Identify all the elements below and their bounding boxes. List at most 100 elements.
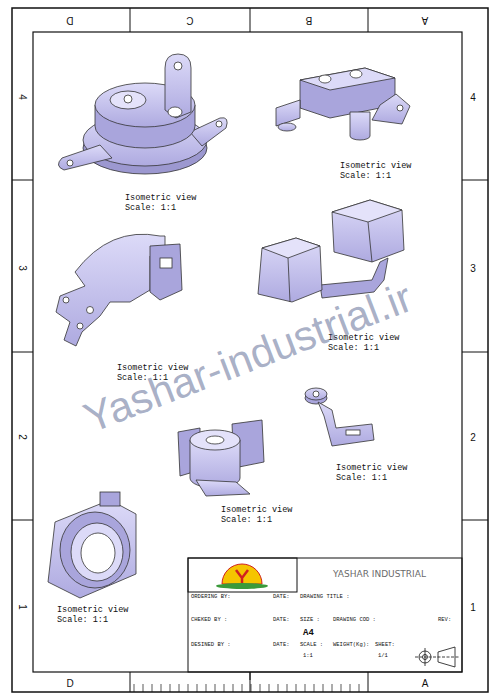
ruler-ticks-stroke xyxy=(323,684,324,692)
view-caption: Isometric view xyxy=(340,162,411,171)
part-flange-housing-stroke xyxy=(174,62,182,70)
part-bearing-housing-stroke xyxy=(100,492,120,506)
zone-number: 4 xyxy=(470,92,476,103)
sheet-frame-stroke xyxy=(462,180,488,181)
part-small-bracket-stroke xyxy=(318,402,374,446)
ruler-ticks-stroke xyxy=(224,684,225,692)
checked-cell: CHEKED BY : xyxy=(188,615,270,640)
drawing-code-cell: DRAWING COD : xyxy=(330,615,435,640)
ruler-ticks-stroke xyxy=(341,684,342,692)
cell-heading: WEIGHT(Kg): xyxy=(333,642,369,649)
part-flange-housing-stroke xyxy=(216,121,222,127)
part-small-bracket-stroke xyxy=(346,430,360,435)
cell-value: 1:1 xyxy=(300,653,327,660)
part-cylinder-wings xyxy=(178,420,264,496)
zone-letter: C xyxy=(186,15,193,26)
sheet-frame-stroke xyxy=(250,672,251,692)
sheet-frame-stroke xyxy=(12,8,488,692)
ruler-ticks-stroke xyxy=(161,684,162,692)
zone-letter: D xyxy=(66,678,73,689)
ruler-ticks-stroke xyxy=(143,684,144,692)
part-flange-housing-stroke xyxy=(58,145,112,170)
ruler-ticks-stroke xyxy=(269,684,270,692)
view-caption: Scale: 1:1 xyxy=(125,204,176,213)
part-block-bracket-stroke xyxy=(276,100,300,126)
part-bent-plate xyxy=(56,234,182,346)
cell-heading: DESINED BY : xyxy=(191,642,267,649)
zone-letter: A xyxy=(422,15,429,26)
cell-heading: SCALE : xyxy=(300,642,327,649)
part-block-bracket-stroke xyxy=(350,70,362,78)
view-caption: Isometric view xyxy=(125,194,196,203)
part-small-bracket xyxy=(305,388,374,446)
part-block-bracket-stroke xyxy=(372,94,410,124)
company-name-cell: YASHAR INDUSTRIAL xyxy=(297,558,462,592)
part-cylinder-wings-stroke xyxy=(206,436,224,444)
part-block-bracket-stroke xyxy=(278,123,296,131)
view-caption: Scale: 1:1 xyxy=(336,474,387,483)
sheet-frame-stroke xyxy=(250,672,251,680)
cell-heading: YASHAR INDUSTRIAL xyxy=(300,569,459,580)
zone-number: 3 xyxy=(470,263,476,274)
projection-symbol xyxy=(415,647,459,667)
part-cylinder-wings-stroke xyxy=(196,480,250,496)
ruler-ticks-stroke xyxy=(170,684,171,692)
title-block-frame-stroke xyxy=(188,558,297,592)
ruler-ticks-stroke xyxy=(260,684,261,692)
part-flange-housing-stroke xyxy=(110,91,146,109)
title-block-frame xyxy=(188,558,462,672)
cell-heading: DATE: xyxy=(273,642,294,649)
view-caption: Scale: 1:1 xyxy=(221,516,272,525)
scale-cell: SCALE : 1:1 xyxy=(297,640,330,672)
zone-letter: D xyxy=(66,15,73,26)
part-twin-housings-stroke xyxy=(288,258,290,302)
drawing-title-cell: DRAWING TITLE : xyxy=(297,592,462,615)
zone-number: 4 xyxy=(17,94,28,100)
part-cylinder-wings-stroke xyxy=(190,430,240,450)
part-bent-plate-stroke xyxy=(150,244,182,300)
part-bearing-housing-stroke xyxy=(48,500,136,598)
ruler-ticks-stroke xyxy=(233,684,234,692)
part-small-bracket-stroke xyxy=(305,388,327,400)
part-bearing-housing-stroke xyxy=(60,512,130,588)
date-cell: DATE: xyxy=(270,592,297,615)
part-flange-housing-stroke xyxy=(165,54,191,118)
date-cell: DATE: xyxy=(270,615,297,640)
zone-letter: B xyxy=(306,15,313,26)
part-block-bracket-stroke xyxy=(300,68,395,90)
view-caption: Isometric view xyxy=(57,606,128,615)
part-flange-housing-stroke xyxy=(190,118,227,146)
date-cell: DATE: xyxy=(270,640,297,672)
part-twin-housings-stroke xyxy=(332,200,402,222)
projection-symbol-stroke xyxy=(425,648,426,666)
sheet-frame-stroke xyxy=(368,8,369,32)
part-flange-housing xyxy=(58,54,227,174)
part-bent-plate-stroke xyxy=(77,323,83,329)
part-block-bracket-stroke xyxy=(350,112,370,140)
sheet-frame-stroke xyxy=(12,180,33,181)
cell-heading: DATE: xyxy=(273,617,294,624)
sheet-frame-stroke xyxy=(462,352,488,353)
ruler-ticks-stroke xyxy=(287,684,288,692)
part-bent-plate-stroke xyxy=(160,258,172,268)
view-caption: Isometric view xyxy=(221,506,292,515)
zone-number: 1 xyxy=(17,604,28,610)
part-twin-housings-stroke xyxy=(332,200,404,262)
cell-heading: DRAWING TITLE : xyxy=(300,594,459,601)
zone-number: 1 xyxy=(470,602,476,613)
zone-letter: A xyxy=(422,678,429,689)
part-twin-housings-stroke xyxy=(258,238,322,302)
ruler-ticks-stroke xyxy=(332,684,333,692)
view-caption: Scale: 1:1 xyxy=(57,616,108,625)
part-bent-plate-stroke xyxy=(87,307,94,314)
part-twin-housings-stroke xyxy=(368,222,372,262)
ruler-ticks-stroke xyxy=(152,684,153,692)
ruler-ticks-stroke xyxy=(206,684,207,692)
title-block-frame-stroke xyxy=(188,558,462,672)
sheet-frame-stroke xyxy=(130,8,131,32)
part-block-bracket xyxy=(276,68,410,140)
company-logo xyxy=(216,564,268,589)
ruler-ticks-stroke xyxy=(179,684,180,692)
part-block-bracket-stroke xyxy=(397,105,403,111)
